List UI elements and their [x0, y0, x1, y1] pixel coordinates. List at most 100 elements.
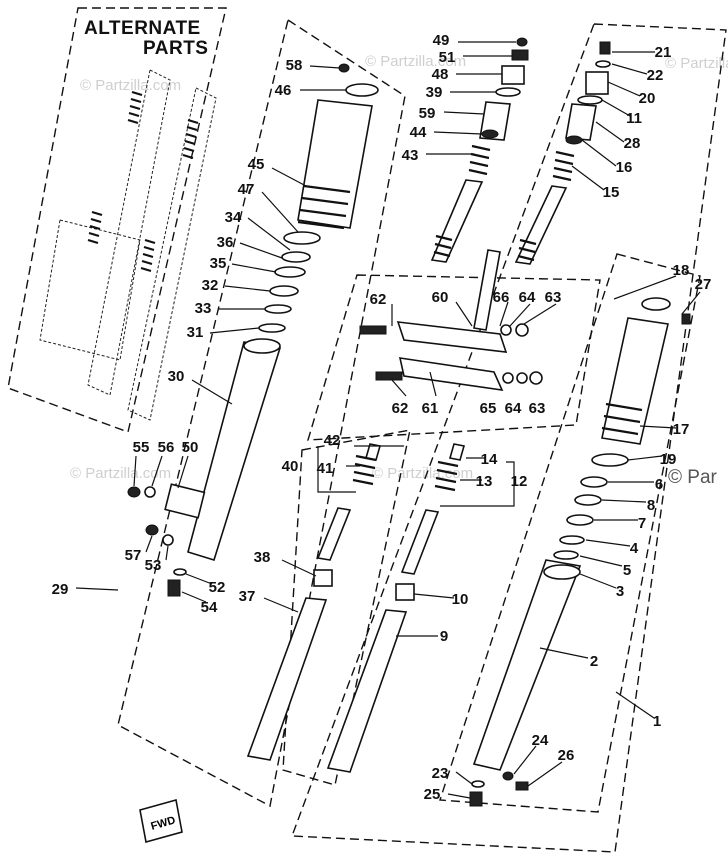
callout-24: 24 — [532, 732, 549, 749]
part-10-bushing — [395, 583, 415, 601]
callout-32: 32 — [202, 277, 219, 294]
callout-33: 33 — [195, 300, 212, 317]
part-61-lower-bracket — [398, 357, 504, 391]
part-46-clamp — [345, 83, 379, 97]
callout-39: 39 — [426, 84, 443, 101]
leader-2 — [539, 647, 589, 659]
part-17-boot-ribs — [601, 402, 643, 436]
callout-21: 21 — [655, 44, 672, 61]
callout-3: 3 — [616, 583, 624, 600]
leader-5 — [579, 555, 623, 567]
leader-52 — [185, 573, 213, 585]
part-17-boot — [601, 317, 669, 445]
leader-53 — [165, 545, 169, 561]
callout-47: 47 — [238, 181, 255, 198]
callout-17: 17 — [673, 421, 690, 438]
part-13-spring — [434, 460, 459, 492]
part-7-washer — [566, 514, 594, 526]
alt-spring — [140, 238, 156, 273]
callout-18: 18 — [673, 262, 690, 279]
leader-54 — [181, 591, 207, 603]
leader-56 — [151, 455, 163, 487]
callout-63: 63 — [545, 289, 562, 306]
part-55-bolt — [127, 486, 141, 498]
part-53-washer — [162, 534, 174, 546]
leader-45 — [271, 167, 307, 187]
part-6-ring — [580, 476, 608, 488]
center-tube — [430, 179, 484, 263]
leader-31 — [209, 327, 260, 334]
leader-10 — [413, 593, 455, 599]
bracket-12 — [440, 461, 515, 507]
callout-65: 65 — [480, 400, 497, 417]
leader-60 — [455, 301, 473, 327]
part-62-bolt — [359, 325, 387, 335]
part-32-washer — [269, 285, 299, 297]
part-28-spacer — [565, 103, 597, 141]
leader-3 — [579, 573, 617, 589]
alt-spring — [127, 90, 143, 125]
callout-29: 29 — [52, 581, 69, 598]
callout-20: 20 — [639, 90, 656, 107]
part-37-inner-tube — [246, 597, 328, 761]
leader-57 — [145, 535, 153, 553]
callout-2: 2 — [590, 653, 598, 670]
callout-12: 12 — [511, 473, 528, 490]
leader-58 — [309, 65, 341, 69]
center-right-damper — [326, 443, 466, 773]
part-54-drain-bolt — [167, 579, 181, 597]
callout-25: 25 — [424, 786, 441, 803]
leader-64 — [509, 303, 531, 327]
leader-30 — [191, 379, 233, 405]
leader-47 — [261, 191, 299, 233]
callout-37: 37 — [239, 588, 256, 605]
leader-62b — [391, 379, 407, 397]
watermark: © Partzilla.com — [70, 465, 171, 482]
callout-50: 50 — [182, 439, 199, 456]
upper-bracket — [396, 321, 508, 353]
part-64-washer — [516, 372, 528, 384]
callout-56: 56 — [158, 439, 175, 456]
callout-28: 28 — [624, 135, 641, 152]
leader-29 — [75, 587, 119, 591]
callout-14: 14 — [481, 451, 498, 468]
callout-62: 62 — [370, 291, 387, 308]
right-inner-frame — [439, 253, 701, 813]
callout-8: 8 — [647, 497, 655, 514]
alternate-parts-frame — [7, 7, 227, 433]
leader-66 — [499, 301, 509, 327]
part-52-gasket — [173, 568, 187, 576]
callout-45: 45 — [248, 156, 265, 173]
part-56-washer — [144, 486, 156, 498]
fwd-arrow-body — [139, 798, 183, 844]
watermark-edge: © Par — [668, 467, 718, 488]
callout-4: 4 — [630, 540, 639, 557]
leader-61 — [429, 371, 437, 397]
callout-23: 23 — [432, 765, 449, 782]
part-16-seat — [565, 135, 583, 145]
leader-1 — [615, 691, 655, 719]
part-8-seal — [574, 494, 602, 506]
right-fork-leg — [469, 297, 691, 807]
part-9-inner-tube — [326, 609, 408, 773]
callout-labels: 5846454734363532333130495148395944432122… — [52, 32, 712, 803]
callout-10: 10 — [452, 591, 469, 608]
callout-36: 36 — [217, 234, 234, 251]
leader-lines — [75, 41, 701, 799]
part-41-spring — [352, 454, 377, 486]
part-19-clamp — [591, 453, 629, 467]
part-39-oring — [495, 87, 521, 97]
leader-55 — [133, 455, 137, 487]
alt-spring — [182, 118, 199, 160]
leader-44 — [433, 131, 483, 135]
callout-64: 64 — [519, 289, 536, 306]
part-63-nut — [529, 371, 543, 385]
part-36-ring — [281, 251, 311, 263]
callout-49: 49 — [433, 32, 450, 49]
callout-60: 60 — [432, 289, 449, 306]
part-23-gasket — [471, 780, 485, 788]
part-64-washer — [500, 324, 512, 336]
right-tube — [514, 185, 568, 265]
part-27-screw — [681, 313, 691, 325]
callout-16: 16 — [616, 159, 633, 176]
